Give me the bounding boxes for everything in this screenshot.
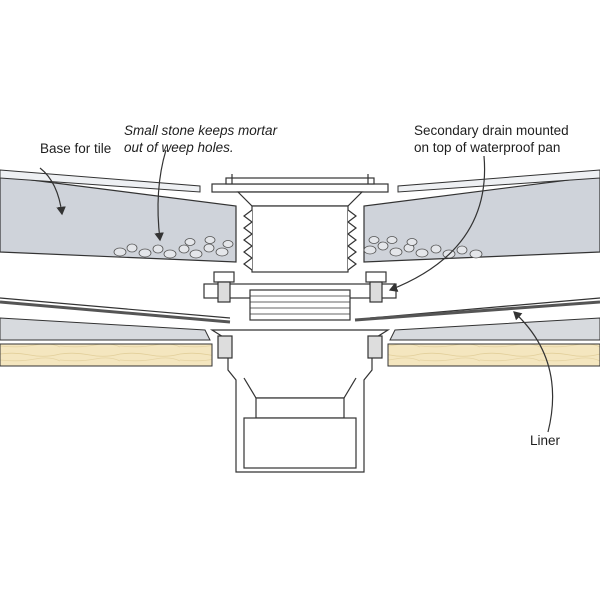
drain-body-lower [209, 329, 391, 473]
liner [0, 300, 600, 324]
label-secondary-line1: Secondary drain mounted [414, 123, 569, 138]
pre-slope-bed [0, 297, 600, 341]
secondary-drain-leader [388, 155, 486, 292]
label-small-stone-line1: Small stone keeps mortar [124, 123, 278, 138]
drain-strainer [211, 174, 389, 207]
label-secondary-line2: on top of waterproof pan [414, 140, 561, 155]
leader-lines [39, 149, 554, 433]
base-for-tile-leader [39, 167, 66, 216]
liner-leader [513, 311, 554, 433]
weep-stones [113, 236, 483, 259]
label-small-stone-line2: out of weep holes. [124, 140, 234, 155]
label-liner: Liner [530, 433, 561, 448]
label-base-for-tile: Base for tile [40, 141, 112, 156]
clamping-ring [203, 271, 397, 321]
small-stone-leader [154, 149, 167, 242]
drain-body-upper [243, 205, 357, 273]
